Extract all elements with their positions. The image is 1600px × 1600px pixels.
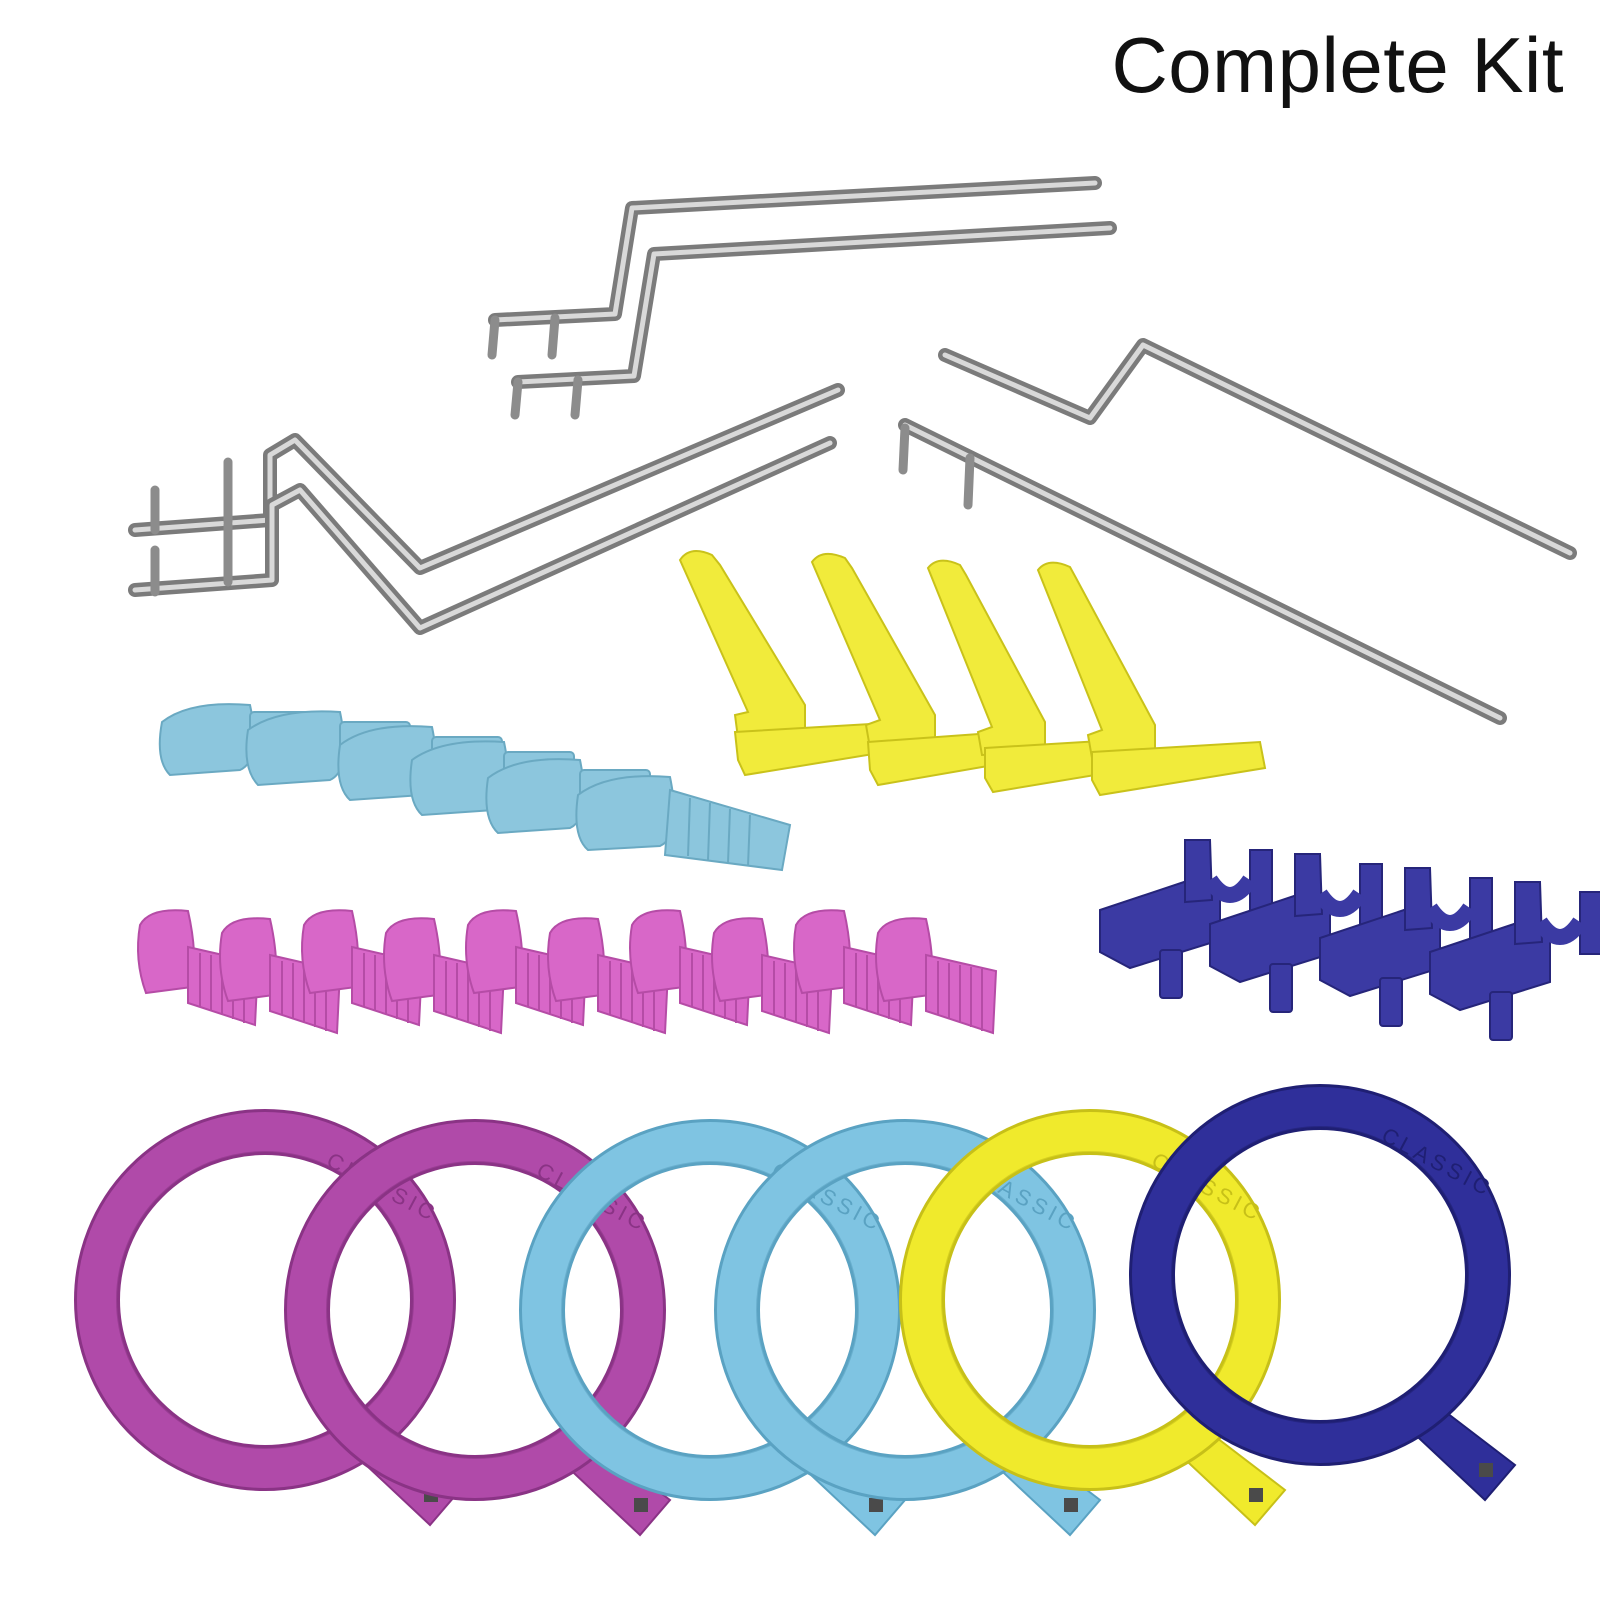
blue-block-6 <box>575 775 792 872</box>
rod-left-1 <box>128 383 845 575</box>
rod-top-1 <box>487 176 1102 360</box>
rod-right-1 <box>938 338 1577 560</box>
navy-block-3 <box>1319 867 1493 1027</box>
pink-block-2 <box>219 917 342 1035</box>
aiming-ring-3: CLASSIC <box>519 1119 907 1537</box>
yellow-bite-blocks <box>678 550 1267 797</box>
light-blue-bite-blocks <box>158 703 792 872</box>
rod-left-2 <box>128 436 837 635</box>
pink-bite-blocks <box>137 909 998 1035</box>
kit-title: Complete Kit <box>1111 21 1564 109</box>
navy-block-4 <box>1429 881 1600 1041</box>
navy-block-1 <box>1099 839 1273 999</box>
rod-right-2 <box>898 418 1507 725</box>
yellow-block-1 <box>678 550 912 777</box>
navy-bite-blocks <box>1099 839 1600 1041</box>
yellow-block-4 <box>1036 561 1267 797</box>
indicator-rods <box>128 176 1577 725</box>
aiming-ring-2: CLASSIC <box>284 1119 672 1537</box>
pink-block-10 <box>875 917 998 1035</box>
rod-top-2 <box>510 221 1117 420</box>
